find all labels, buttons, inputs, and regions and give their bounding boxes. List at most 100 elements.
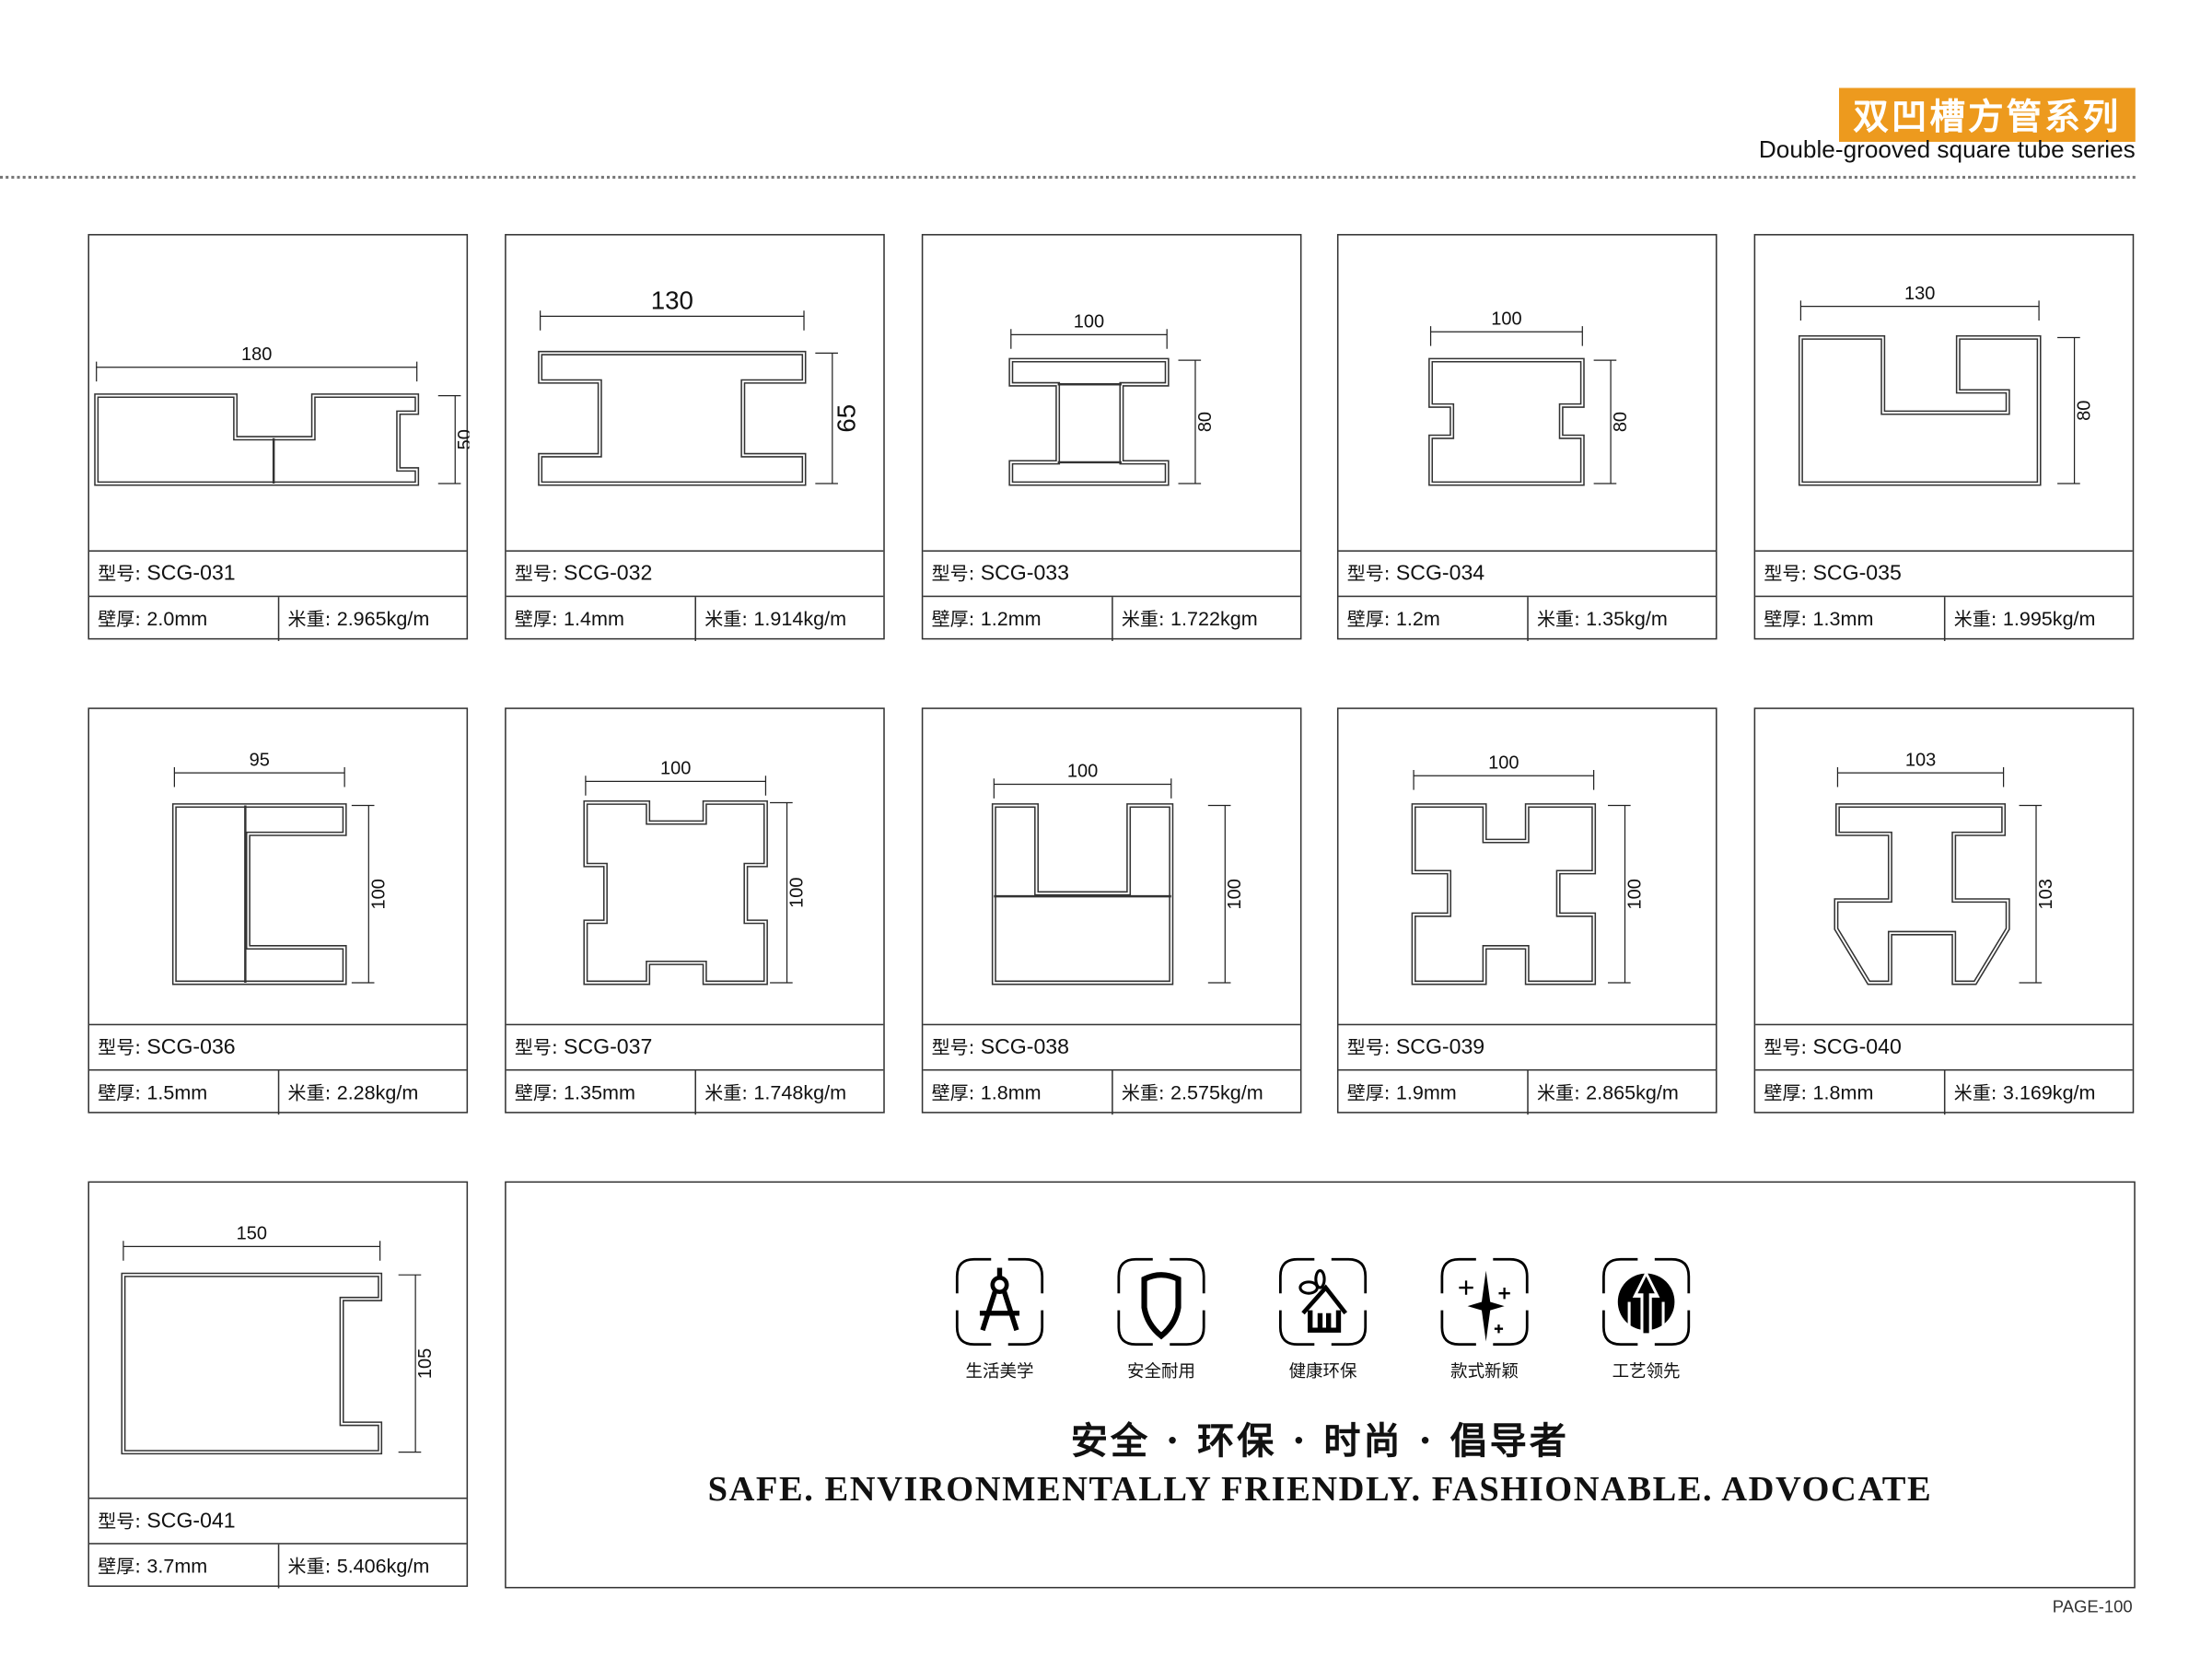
spec-row: 壁厚: 1.2mm 米重: 1.722kgm (923, 595, 1300, 641)
wall-thickness-cell: 壁厚: 1.8mm (1755, 1070, 1944, 1114)
model-number: SCG-039 (1395, 1034, 1485, 1060)
model-label: 型号: (514, 564, 565, 586)
wall-label: 壁厚: (1764, 610, 1813, 632)
height-dimension: 65 (832, 404, 860, 433)
weight-label: 米重: (1537, 1083, 1587, 1105)
weight-per-meter: 1.35kg/m (1586, 606, 1668, 630)
wall-label: 壁厚: (931, 1083, 981, 1105)
model-number: SCG-038 (980, 1034, 1070, 1060)
wall-thickness-cell: 壁厚: 1.4mm (506, 597, 695, 641)
product-card: 130 80 型号: SCG-035 壁厚: 1.3mm 米重: 1.995kg… (1753, 234, 2135, 641)
weight-per-meter: 2.965kg/m (336, 606, 430, 630)
weight-label: 米重: (1953, 610, 2003, 632)
weight-per-meter: 1.914kg/m (753, 606, 847, 630)
feature-label: 生活美学 (965, 1361, 1034, 1382)
wall-thickness: 1.8mm (1812, 1080, 1874, 1103)
model-number: SCG-036 (146, 1034, 236, 1060)
spec-row: 壁厚: 1.5mm 米重: 2.28kg/m (89, 1068, 467, 1115)
wall-thickness: 1.2m (1395, 606, 1440, 630)
height-dimension: 50 (455, 429, 469, 449)
wall-label: 壁厚: (98, 1557, 147, 1579)
product-card: 180 50 型号: SCG-031 壁厚: 2.0mm 米重: 2.965kg… (87, 234, 470, 641)
profile-drawing: 103 103 (1834, 750, 2056, 986)
width-dimension: 180 (241, 344, 272, 365)
series-title-en: Double-grooved square tube series (1758, 135, 2136, 164)
width-dimension: 95 (250, 750, 270, 770)
weight-cell: 米重: 2.865kg/m (1527, 1070, 1716, 1115)
width-dimension: 100 (1067, 762, 1098, 782)
height-dimension: 100 (786, 878, 807, 908)
height-dimension: 100 (1225, 879, 1245, 909)
model-number: SCG-041 (146, 1509, 236, 1534)
width-dimension: 130 (651, 286, 693, 315)
spec-row: 壁厚: 3.7mm 米重: 5.406kg/m (89, 1543, 467, 1589)
model-row: 型号: SCG-041 (89, 1497, 467, 1543)
profile-drawing: 130 65 (538, 286, 860, 486)
weight-label: 米重: (704, 1083, 754, 1105)
height-dimension: 100 (368, 879, 389, 909)
page-number: PAGE-100 (2052, 1596, 2133, 1617)
product-card: 150 105 型号: SCG-041 壁厚: 3.7mm 米重: 5.406k… (87, 1181, 469, 1589)
wall-thickness: 2.0mm (146, 606, 208, 630)
profile-drawing: 100 100 (1411, 753, 1645, 986)
compass-icon (954, 1256, 1045, 1347)
profile-drawing: 100 100 (583, 759, 807, 986)
model-row: 型号: SCG-034 (1338, 550, 1717, 595)
weight-cell: 米重: 2.575kg/m (1112, 1070, 1300, 1115)
wall-thickness: 1.2mm (980, 606, 1042, 630)
weight-label: 米重: (1121, 610, 1171, 632)
spec-row: 壁厚: 2.0mm 米重: 2.965kg/m (89, 595, 467, 641)
height-dimension: 103 (2036, 879, 2056, 909)
weight-per-meter: 3.169kg/m (2002, 1080, 2096, 1103)
weight-label: 米重: (287, 1557, 337, 1579)
weight-cell: 米重: 2.965kg/m (277, 597, 467, 641)
profile-drawing: 130 80 (1798, 284, 2095, 486)
profile-drawing: 180 50 (94, 344, 470, 486)
width-dimension: 103 (1905, 750, 1936, 770)
feature-label: 款式新颖 (1450, 1361, 1519, 1382)
series-title-cn: 双凹槽方管系列 (1838, 87, 2136, 142)
feature-label: 工艺领先 (1612, 1361, 1681, 1382)
product-card: 100 100 型号: SCG-038 壁厚: 1.8mm 米重: 2.575k… (921, 707, 1302, 1115)
spec-row: 壁厚: 1.9mm 米重: 2.865kg/m (1338, 1068, 1717, 1115)
model-number: SCG-037 (564, 1034, 653, 1060)
model-row: 型号: SCG-031 (89, 550, 467, 595)
spec-row: 壁厚: 1.8mm 米重: 2.575kg/m (923, 1068, 1300, 1115)
wall-thickness-cell: 壁厚: 1.5mm (89, 1070, 278, 1114)
model-label: 型号: (931, 564, 981, 586)
weight-per-meter: 1.722kgm (1170, 606, 1258, 630)
feature-label: 安全耐用 (1127, 1361, 1195, 1382)
weight-label: 米重: (704, 610, 754, 632)
model-number: SCG-032 (564, 561, 653, 586)
wall-label: 壁厚: (1346, 1083, 1396, 1105)
weight-cell: 米重: 5.406kg/m (277, 1544, 467, 1589)
weight-cell: 米重: 1.748kg/m (694, 1070, 883, 1115)
slogan-en: SAFE. ENVIRONMENTALLY FRIENDLY. FASHIONA… (707, 1470, 1933, 1510)
product-card: 100 80 型号: SCG-034 壁厚: 1.2m 米重: 1.35kg/m (1336, 234, 1717, 641)
spec-row: 壁厚: 1.2m 米重: 1.35kg/m (1338, 595, 1717, 641)
width-dimension: 100 (660, 759, 691, 779)
weight-per-meter: 5.406kg/m (336, 1554, 430, 1578)
wall-thickness: 1.35mm (564, 1080, 635, 1103)
weight-per-meter: 1.995kg/m (2002, 606, 2096, 630)
weight-label: 米重: (1537, 610, 1587, 632)
model-number: SCG-040 (1812, 1034, 1902, 1060)
model-row: 型号: SCG-032 (506, 550, 884, 595)
height-dimension: 100 (1624, 879, 1645, 909)
product-card: 130 65 型号: SCG-032 壁厚: 1.4mm 米重: 1.914kg… (505, 234, 885, 641)
model-row: 型号: SCG-033 (923, 550, 1300, 595)
wall-thickness: 1.3mm (1812, 606, 1874, 630)
wall-thickness: 1.8mm (980, 1080, 1042, 1103)
weight-label: 米重: (287, 610, 337, 632)
model-row: 型号: SCG-039 (1338, 1023, 1717, 1069)
wall-label: 壁厚: (1764, 1083, 1813, 1105)
dotted-divider (0, 175, 2136, 180)
model-number: SCG-034 (1395, 561, 1485, 586)
shield-icon (1116, 1256, 1207, 1347)
spec-row: 壁厚: 1.3mm 米重: 1.995kg/m (1755, 595, 2133, 641)
wall-thickness-cell: 壁厚: 1.9mm (1338, 1070, 1527, 1114)
wall-thickness-cell: 壁厚: 3.7mm (89, 1545, 278, 1589)
profile-drawing: 95 100 (171, 750, 389, 986)
width-dimension: 100 (1488, 753, 1519, 774)
